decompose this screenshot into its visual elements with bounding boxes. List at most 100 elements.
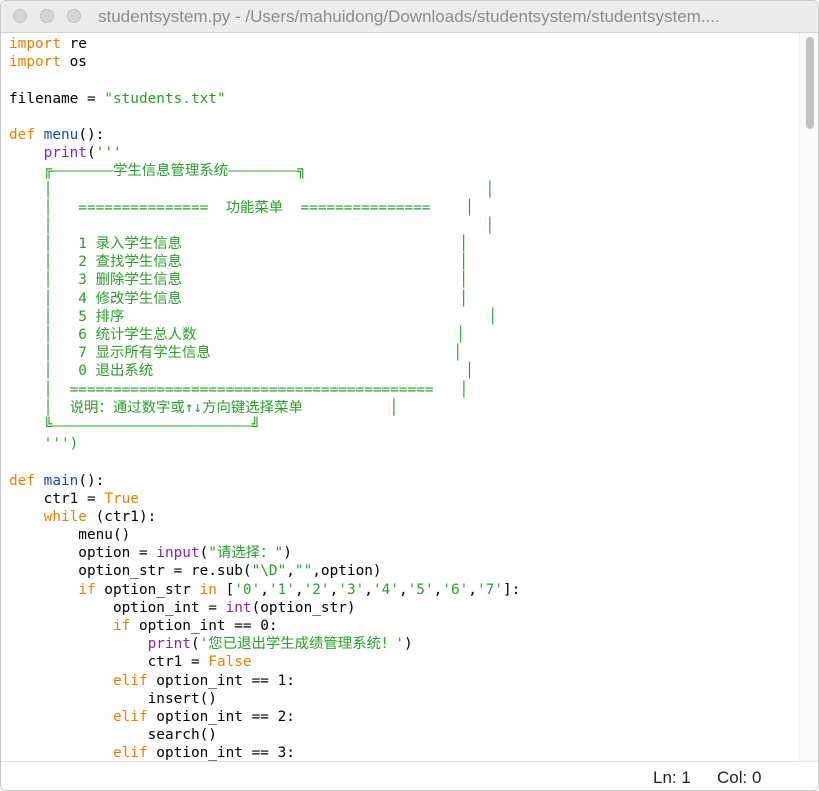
code-token: option_int == 1: [147, 672, 295, 689]
string-token: │ 说明：通过数字或↑↓方向键选择菜单 │ [9, 399, 399, 416]
code-token: option_int == 0: [130, 618, 278, 634]
code-line[interactable]: │ │ [9, 217, 520, 235]
string-token: │ 1 录入学生信息 │ [9, 236, 468, 253]
code-token: (ctr1): [86, 508, 157, 525]
code-token: , [364, 581, 373, 598]
code-line[interactable]: ctr1 = True [9, 490, 520, 508]
code-token: ]: [502, 581, 521, 598]
builtin-token: print [147, 636, 191, 653]
code-line[interactable]: │ 3 删除学生信息 │ [9, 271, 520, 289]
code-line[interactable]: │ 7 显示所有学生信息 │ [9, 344, 520, 362]
builtin-token: int [225, 599, 252, 616]
code-line[interactable]: option_int = int(option_str) [9, 599, 520, 617]
code-token: insert() [9, 690, 217, 707]
string-token: │ 4 修改学生信息 │ [9, 290, 468, 307]
code-token: , [260, 581, 269, 598]
code-line[interactable]: │ 5 排序 │ [9, 308, 520, 326]
string-token: ''' [95, 145, 122, 162]
vertical-scrollbar[interactable] [799, 33, 818, 761]
code-line[interactable]: menu() [9, 526, 520, 544]
close-window-button[interactable] [13, 9, 27, 23]
code-token: (): [78, 126, 105, 143]
code-line[interactable]: import os [9, 53, 520, 71]
string-token: ╚———————————————————————╝ [9, 417, 261, 434]
scrollbar-thumb[interactable] [806, 37, 814, 129]
code-token: option_str [95, 581, 200, 598]
code-line[interactable]: elif option_int == 2: [9, 708, 520, 726]
string-token: │ 6 统计学生总人数 │ [9, 327, 465, 343]
minimize-window-button[interactable] [40, 9, 54, 23]
code-line[interactable]: def main(): [9, 472, 520, 490]
code-line[interactable]: │ │ [9, 181, 520, 199]
code-token: (option_str) [251, 599, 356, 616]
string-token: ╔———————学生信息管理系统————————╗ [9, 163, 307, 180]
keyword-token: import [9, 54, 61, 71]
code-line[interactable]: ╚———————————————————————╝ [9, 417, 520, 435]
code-token [35, 473, 44, 489]
title-bar[interactable]: studentsystem.py - /Users/mahuidong/Down… [1, 1, 818, 33]
code-token [9, 709, 113, 725]
code-token [9, 673, 113, 689]
string-token: "\D" [251, 563, 287, 580]
code-line[interactable]: ''') [9, 435, 520, 453]
keyword-token: False [208, 654, 252, 671]
keyword-token: True [104, 490, 139, 507]
string-token: │ 0 退出系统 │ [9, 363, 474, 380]
code-line[interactable]: if option_str in ['0','1','2','3','4','5… [9, 581, 520, 599]
code-token: (): [78, 472, 105, 489]
column-number-status: Col: 0 [717, 768, 762, 787]
code-line[interactable]: filename = "students.txt" [9, 90, 520, 108]
code-line[interactable]: insert() [9, 690, 520, 708]
code-line[interactable] [9, 71, 520, 89]
code-line[interactable]: ctr1 = False [9, 653, 520, 671]
string-token: '7' [476, 581, 503, 598]
code-token [9, 636, 148, 652]
code-line[interactable]: search() [9, 726, 520, 744]
string-token: '您已退出学生成绩管理系统！' [199, 636, 405, 653]
code-line[interactable]: │ 6 统计学生总人数 │ [9, 326, 520, 344]
code-line[interactable]: if option_int == 0: [9, 617, 520, 635]
zoom-window-button[interactable] [67, 9, 81, 23]
code-line[interactable]: elif option_int == 3: [9, 744, 520, 761]
code-token: , [286, 563, 295, 580]
code-line[interactable]: elif option_int == 1: [9, 672, 520, 690]
string-token: │ │ [9, 181, 495, 198]
code-token: option_int = [9, 599, 226, 616]
code-line[interactable]: option = input("请选择：") [9, 544, 520, 562]
code-line[interactable]: │ 1 录入学生信息 │ [9, 235, 520, 253]
code-token: , [294, 581, 304, 598]
code-token: , [398, 581, 408, 598]
string-token: │ 5 排序 │ [9, 308, 497, 325]
code-line[interactable]: option_str = re.sub("\D","",option) [9, 562, 520, 580]
code-line[interactable]: print(''' [9, 144, 520, 162]
code-token: filename = [9, 90, 105, 107]
code-line[interactable]: │ 4 修改学生信息 │ [9, 290, 520, 308]
keyword-token: if [78, 581, 96, 598]
code-line[interactable]: │ 2 查找学生信息 │ [9, 253, 520, 271]
code-token: , [329, 581, 339, 598]
code-line[interactable] [9, 453, 520, 471]
keyword-token: in [199, 581, 217, 598]
keyword-token: import [9, 36, 61, 52]
string-token: '2' [303, 581, 330, 598]
code-line[interactable]: │ 说明：通过数字或↑↓方向键选择菜单 │ [9, 399, 520, 417]
code-line[interactable]: │ 0 退出系统 │ [9, 362, 520, 380]
code-line[interactable] [9, 108, 520, 126]
code-line[interactable]: │ =============== 功能菜单 =============== │ [9, 199, 520, 217]
string-token: "请选择：" [208, 545, 284, 562]
string-token: │ =============== 功能菜单 =============== │ [9, 199, 474, 216]
status-bar: Ln: 1 Col: 0 [1, 761, 818, 790]
code-line[interactable]: def menu(): [9, 126, 520, 144]
code-line[interactable]: │ ======================================… [9, 381, 520, 399]
code-line[interactable]: while (ctr1): [9, 508, 520, 526]
code-line[interactable]: ╔———————学生信息管理系统————————╗ [9, 162, 520, 180]
code-token: re [60, 36, 87, 52]
code-token [35, 127, 44, 143]
code-token: option_int == 3: [147, 745, 295, 761]
string-token: │ 3 删除学生信息 │ [9, 272, 468, 289]
code-line[interactable]: import re [9, 35, 520, 53]
code-line[interactable]: print('您已退出学生成绩管理系统！') [9, 635, 520, 653]
keyword-token: while [43, 508, 87, 525]
